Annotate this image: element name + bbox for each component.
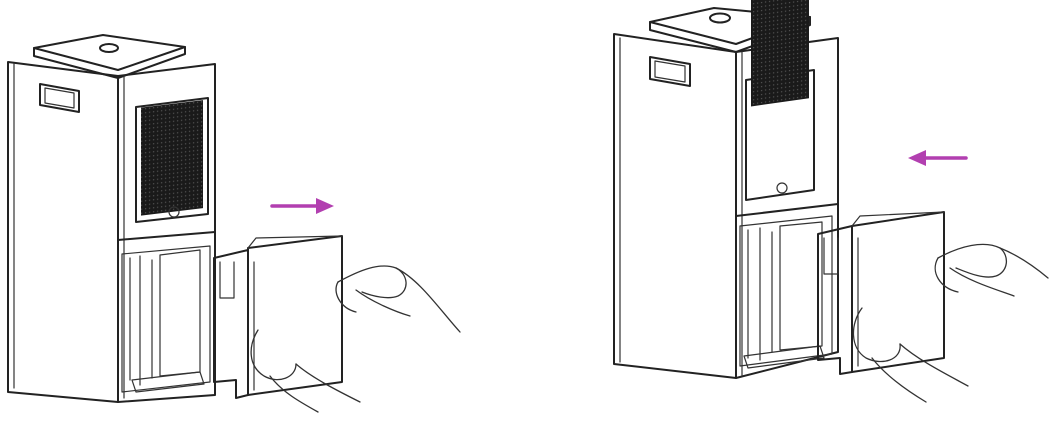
hand-left [853,308,968,402]
panel-remove-tank [8,35,460,412]
air-filter [141,100,203,216]
dehumidifier-unit [614,0,838,378]
hand-left [251,330,360,412]
panel-insert-tank [614,0,1048,402]
air-filter [751,0,809,106]
dehumidifier-unit [8,35,215,402]
hand-right [336,266,460,332]
water-tank [214,236,342,398]
arrow-pull-out [272,198,334,214]
water-tank [818,212,944,374]
hand-right [935,244,1048,296]
arrow-push-in [908,150,966,166]
